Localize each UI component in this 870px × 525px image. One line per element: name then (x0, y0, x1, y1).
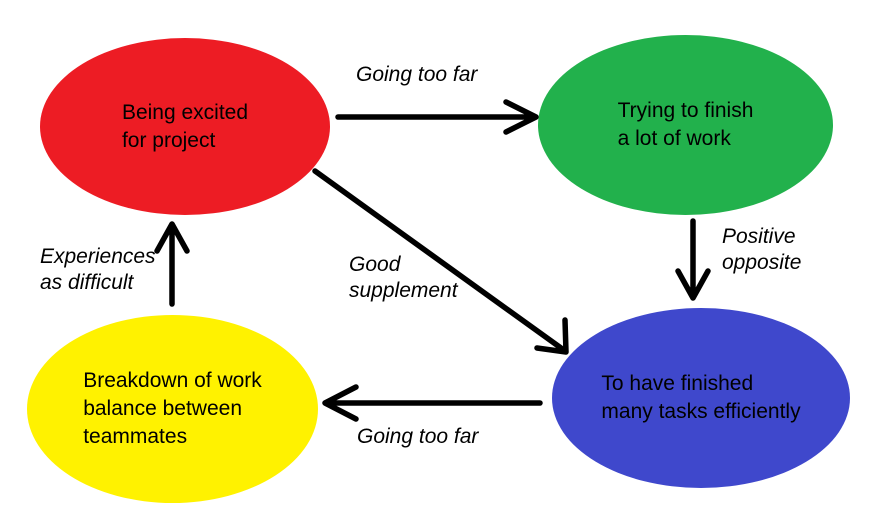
arrow-excited-to-trying (335, 99, 539, 135)
node-label: To have finished many tasks efficiently (601, 372, 801, 423)
node-breakdown-of-work: Breakdown of work balance between teamma… (27, 315, 318, 503)
edge-label-going-too-far-bottom: Going too far (357, 425, 479, 448)
node-label: Being excited for project (121, 100, 249, 152)
node-label: Trying to finish a lot of work (617, 99, 754, 150)
edge-label-positive-opposite: Positive opposite (722, 225, 802, 274)
node-label: Breakdown of work balance between teamma… (83, 369, 262, 448)
node-being-excited: Being excited for project (40, 38, 330, 215)
arrow-finished-to-breakdown (322, 384, 543, 422)
edge-label-good-supplement: Good supplement (349, 253, 458, 302)
arrow-breakdown-to-excited (154, 221, 190, 307)
arrow-trying-to-finished (675, 218, 711, 301)
node-trying-to-finish: Trying to finish a lot of work (538, 35, 833, 215)
node-finished-tasks: To have finished many tasks efficiently (552, 308, 850, 488)
edge-label-experiences-as-difficult: Experiences as difficult (40, 245, 156, 294)
edge-label-going-too-far-top: Going too far (356, 63, 478, 86)
